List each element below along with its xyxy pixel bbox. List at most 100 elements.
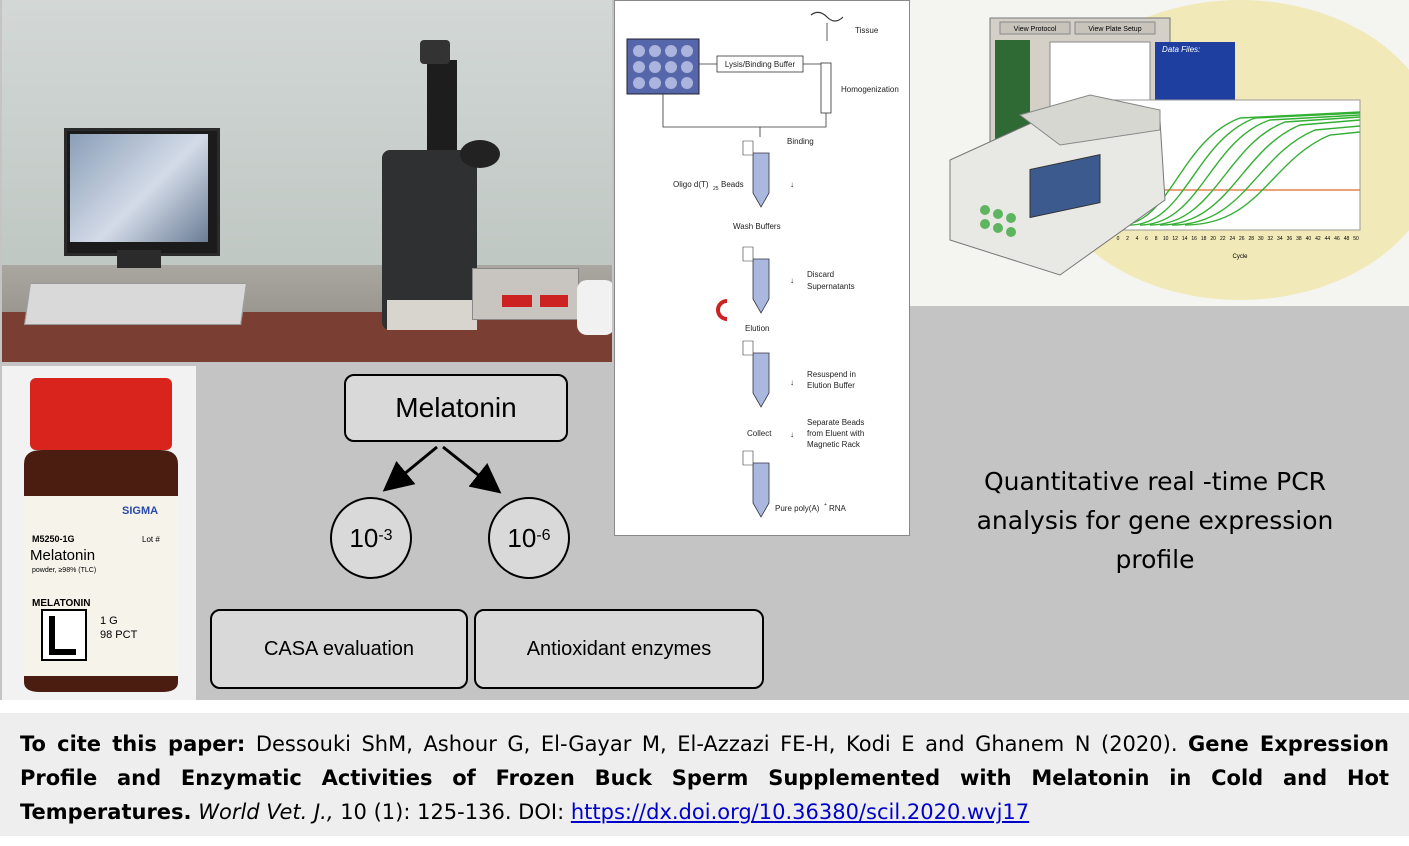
down-arrow-icon: ↓ — [790, 276, 794, 285]
view-protocol-label: View Protocol — [1014, 26, 1057, 33]
view-plate-setup-label: View Plate Setup — [1088, 26, 1141, 33]
pcr-caption-line: Quantitative real -time PCR — [983, 467, 1327, 496]
bottle-pct: 98 PCT — [100, 629, 138, 641]
flow-label: + — [824, 502, 827, 508]
flow-label: Magnetic Rack — [807, 440, 861, 449]
view-protocol-button — [999, 21, 1071, 35]
pcr-tick-label: 36 — [1287, 236, 1293, 242]
photo-tissue-roll — [577, 280, 612, 335]
bottle-cap — [30, 378, 172, 450]
pcr-sidebar — [995, 40, 1030, 140]
pcr-tick-label: 34 — [1277, 236, 1283, 242]
flow-label: RNA — [829, 504, 847, 513]
flow-label: Collect — [747, 429, 772, 438]
citation-doi-link[interactable]: https://dx.doi.org/10.36380/scil.2020.wv… — [570, 800, 1030, 824]
pcr-tick-label: 2 — [1126, 236, 1129, 242]
flow-label: Discard — [807, 270, 834, 279]
flow-label: Wash Buffers — [733, 222, 781, 231]
pcr-tick-label: 26 — [1239, 236, 1245, 242]
figure-graphic: Lysis/Binding Buffer Tissue Homogenizati… — [0, 0, 1409, 700]
lab-setup-photo — [2, 0, 612, 362]
pcr-tick-label: 50 — [1353, 236, 1359, 242]
melatonin-bottle-photo: SIGMA M5250-1G Lot # Melatonin powder, ≥… — [2, 366, 196, 700]
pcr-caption-line: profile — [1115, 545, 1195, 574]
photo-monitor-screen — [70, 134, 208, 242]
magnet-icon — [716, 299, 728, 321]
casa-label: CASA evaluation — [263, 637, 415, 660]
citation-title: Gene Expression Profile and Enzymatic Ac… — [20, 732, 1389, 824]
flow-label: Lysis/Binding Buffer — [725, 60, 796, 69]
photo-device — [472, 268, 579, 320]
flow-label: Homogenization — [841, 85, 899, 94]
photo-microscope-camera — [420, 40, 450, 64]
pcr-tick-label: 38 — [1296, 236, 1302, 242]
photo-device-display — [502, 295, 532, 307]
pcr-caption-line: analysis for gene expression — [976, 506, 1334, 535]
antioxidant-label: Antioxidant enzymes — [526, 637, 712, 660]
flow-label: from Eluent with — [807, 429, 864, 438]
well-plate-wells — [633, 45, 693, 89]
pcr-machine-lid — [1018, 94, 1161, 146]
pcr-tick-label: 22 — [1220, 236, 1226, 242]
citation-block: To cite this paper: Dessouki ShM, Ashour… — [0, 713, 1409, 836]
bottle-brand: SIGMA — [122, 505, 158, 517]
tube-4 — [742, 450, 770, 518]
concentration-exponent: -6 — [536, 527, 551, 544]
concentration-exponent: -3 — [378, 527, 393, 544]
pcr-tick-label: 42 — [1315, 236, 1321, 242]
citation-volume: 10 (1): 125-136. DOI: — [340, 800, 565, 824]
pcr-tick-label: 32 — [1268, 236, 1274, 242]
pcr-tick-label: 44 — [1325, 236, 1331, 242]
arrow-to-conc-b — [442, 445, 502, 494]
photo-monitor-stand — [117, 250, 161, 268]
mrna-isolation-diagram: Lysis/Binding Buffer Tissue Homogenizati… — [614, 0, 910, 536]
pcr-axis-label: Cycle — [1232, 254, 1248, 260]
amplification-curves — [1119, 111, 1361, 226]
pcr-tick-label: 48 — [1344, 236, 1350, 242]
pcr-tick-label: 30 — [1258, 236, 1264, 242]
melatonin-label: Melatonin — [395, 392, 517, 423]
concentration-circle-high: 10-3 — [330, 497, 412, 579]
bottle-lot: Lot # — [142, 535, 160, 544]
melatonin-box: Melatonin — [344, 374, 568, 442]
bottle-label-title: MELATONIN — [32, 598, 91, 609]
citation-authors: Dessouki ShM, Ashour G, El-Gayar M, El-A… — [255, 732, 1178, 756]
pcr-tick-label: 18 — [1201, 236, 1207, 242]
bottle-l-glyph — [49, 616, 76, 655]
down-arrow-icon: ↓ — [790, 430, 794, 439]
bottle-name: Melatonin — [30, 547, 95, 564]
concentration-base: 10 — [507, 522, 537, 553]
flow-label: Elution — [745, 324, 769, 333]
bottle-qty: 1 G — [100, 615, 118, 627]
pcr-tick-label: 28 — [1248, 236, 1254, 242]
pcr-tick-label: 14 — [1182, 236, 1188, 242]
bottle-sub: powder, ≥98% (TLC) — [32, 567, 96, 574]
pcr-keypad — [980, 205, 1016, 237]
data-files-panel — [1155, 42, 1235, 102]
flow-label: Tissue — [855, 26, 879, 35]
down-arrow-icon: ↓ — [790, 378, 794, 387]
tube-2 — [742, 246, 770, 314]
casa-evaluation-box: CASA evaluation — [210, 609, 468, 689]
pcr-tick-label: 46 — [1334, 236, 1340, 242]
photo-microscope-base — [387, 300, 477, 330]
flow-label: Separate Beads — [807, 418, 864, 427]
photo-device-display — [540, 295, 568, 307]
flow-label: Beads — [721, 180, 744, 189]
flow-label: Binding — [787, 137, 814, 146]
pcr-tick-label: 20 — [1210, 236, 1216, 242]
pcr-tick-label: 8 — [1155, 236, 1158, 242]
diagram-arrows — [382, 445, 502, 494]
view-plate-setup-button — [1074, 21, 1156, 35]
pcr-caption: Quantitative real -time PCR analysis for… — [935, 462, 1375, 579]
flow-label: Resuspend in — [807, 370, 856, 379]
pcr-tick-label: 12 — [1172, 236, 1178, 242]
concentration-circle-low: 10-6 — [488, 497, 570, 579]
pcr-tick-label: 0 — [1117, 236, 1120, 242]
pcr-tick-label: 24 — [1229, 236, 1235, 242]
flow-label: 25 — [713, 186, 719, 192]
tube-3 — [742, 340, 770, 408]
pcr-tick-label: 40 — [1306, 236, 1312, 242]
pcr-tick-label: 16 — [1191, 236, 1197, 242]
